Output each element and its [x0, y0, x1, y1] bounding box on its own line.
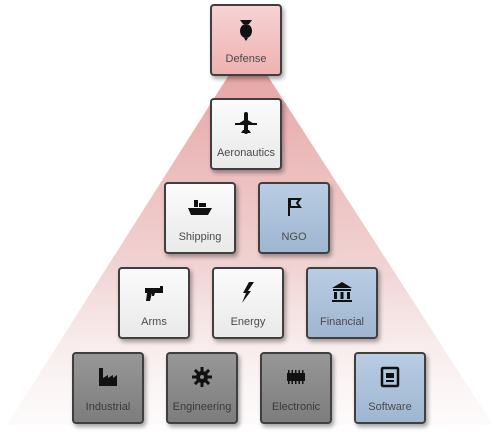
application-icon — [380, 366, 400, 388]
tile-arms: Arms — [118, 267, 190, 339]
tile-ngo: NGO — [258, 182, 330, 254]
tile-energy: Energy — [212, 267, 284, 339]
tile-label-energy: Energy — [230, 316, 266, 328]
chip-icon — [287, 370, 305, 384]
tile-electronic: Electronic — [260, 352, 332, 424]
bomb-icon — [240, 20, 252, 41]
tile-label-defense: Defense — [225, 53, 267, 65]
lightning-icon — [242, 282, 254, 303]
tile-shipping: Shipping — [164, 182, 236, 254]
tile-label-electronic: Electronic — [271, 401, 321, 413]
tile-software: Software — [354, 352, 426, 424]
tile-financial: Financial — [306, 267, 378, 339]
airplane-icon — [235, 112, 257, 134]
tile-label-aeronautics: Aeronautics — [216, 147, 276, 159]
tile-label-financial: Financial — [319, 316, 365, 328]
tile-label-industrial: Industrial — [85, 401, 131, 413]
tile-label-ngo: NGO — [281, 231, 307, 243]
gun-icon — [145, 286, 163, 301]
tile-industrial: Industrial — [72, 352, 144, 424]
factory-icon — [99, 368, 117, 386]
tile-label-software: Software — [368, 401, 412, 413]
flag-icon — [288, 198, 302, 216]
bank-icon — [332, 282, 352, 302]
tile-engineering: Engineering — [166, 352, 238, 424]
ship-icon — [188, 200, 212, 215]
gear-icon — [192, 367, 212, 387]
tile-label-arms: Arms — [141, 316, 167, 328]
tile-label-shipping: Shipping — [178, 231, 222, 243]
tile-aeronautics: Aeronautics — [210, 98, 282, 170]
tile-label-engineering: Engineering — [172, 401, 232, 413]
tile-defense: Defense — [210, 4, 282, 76]
